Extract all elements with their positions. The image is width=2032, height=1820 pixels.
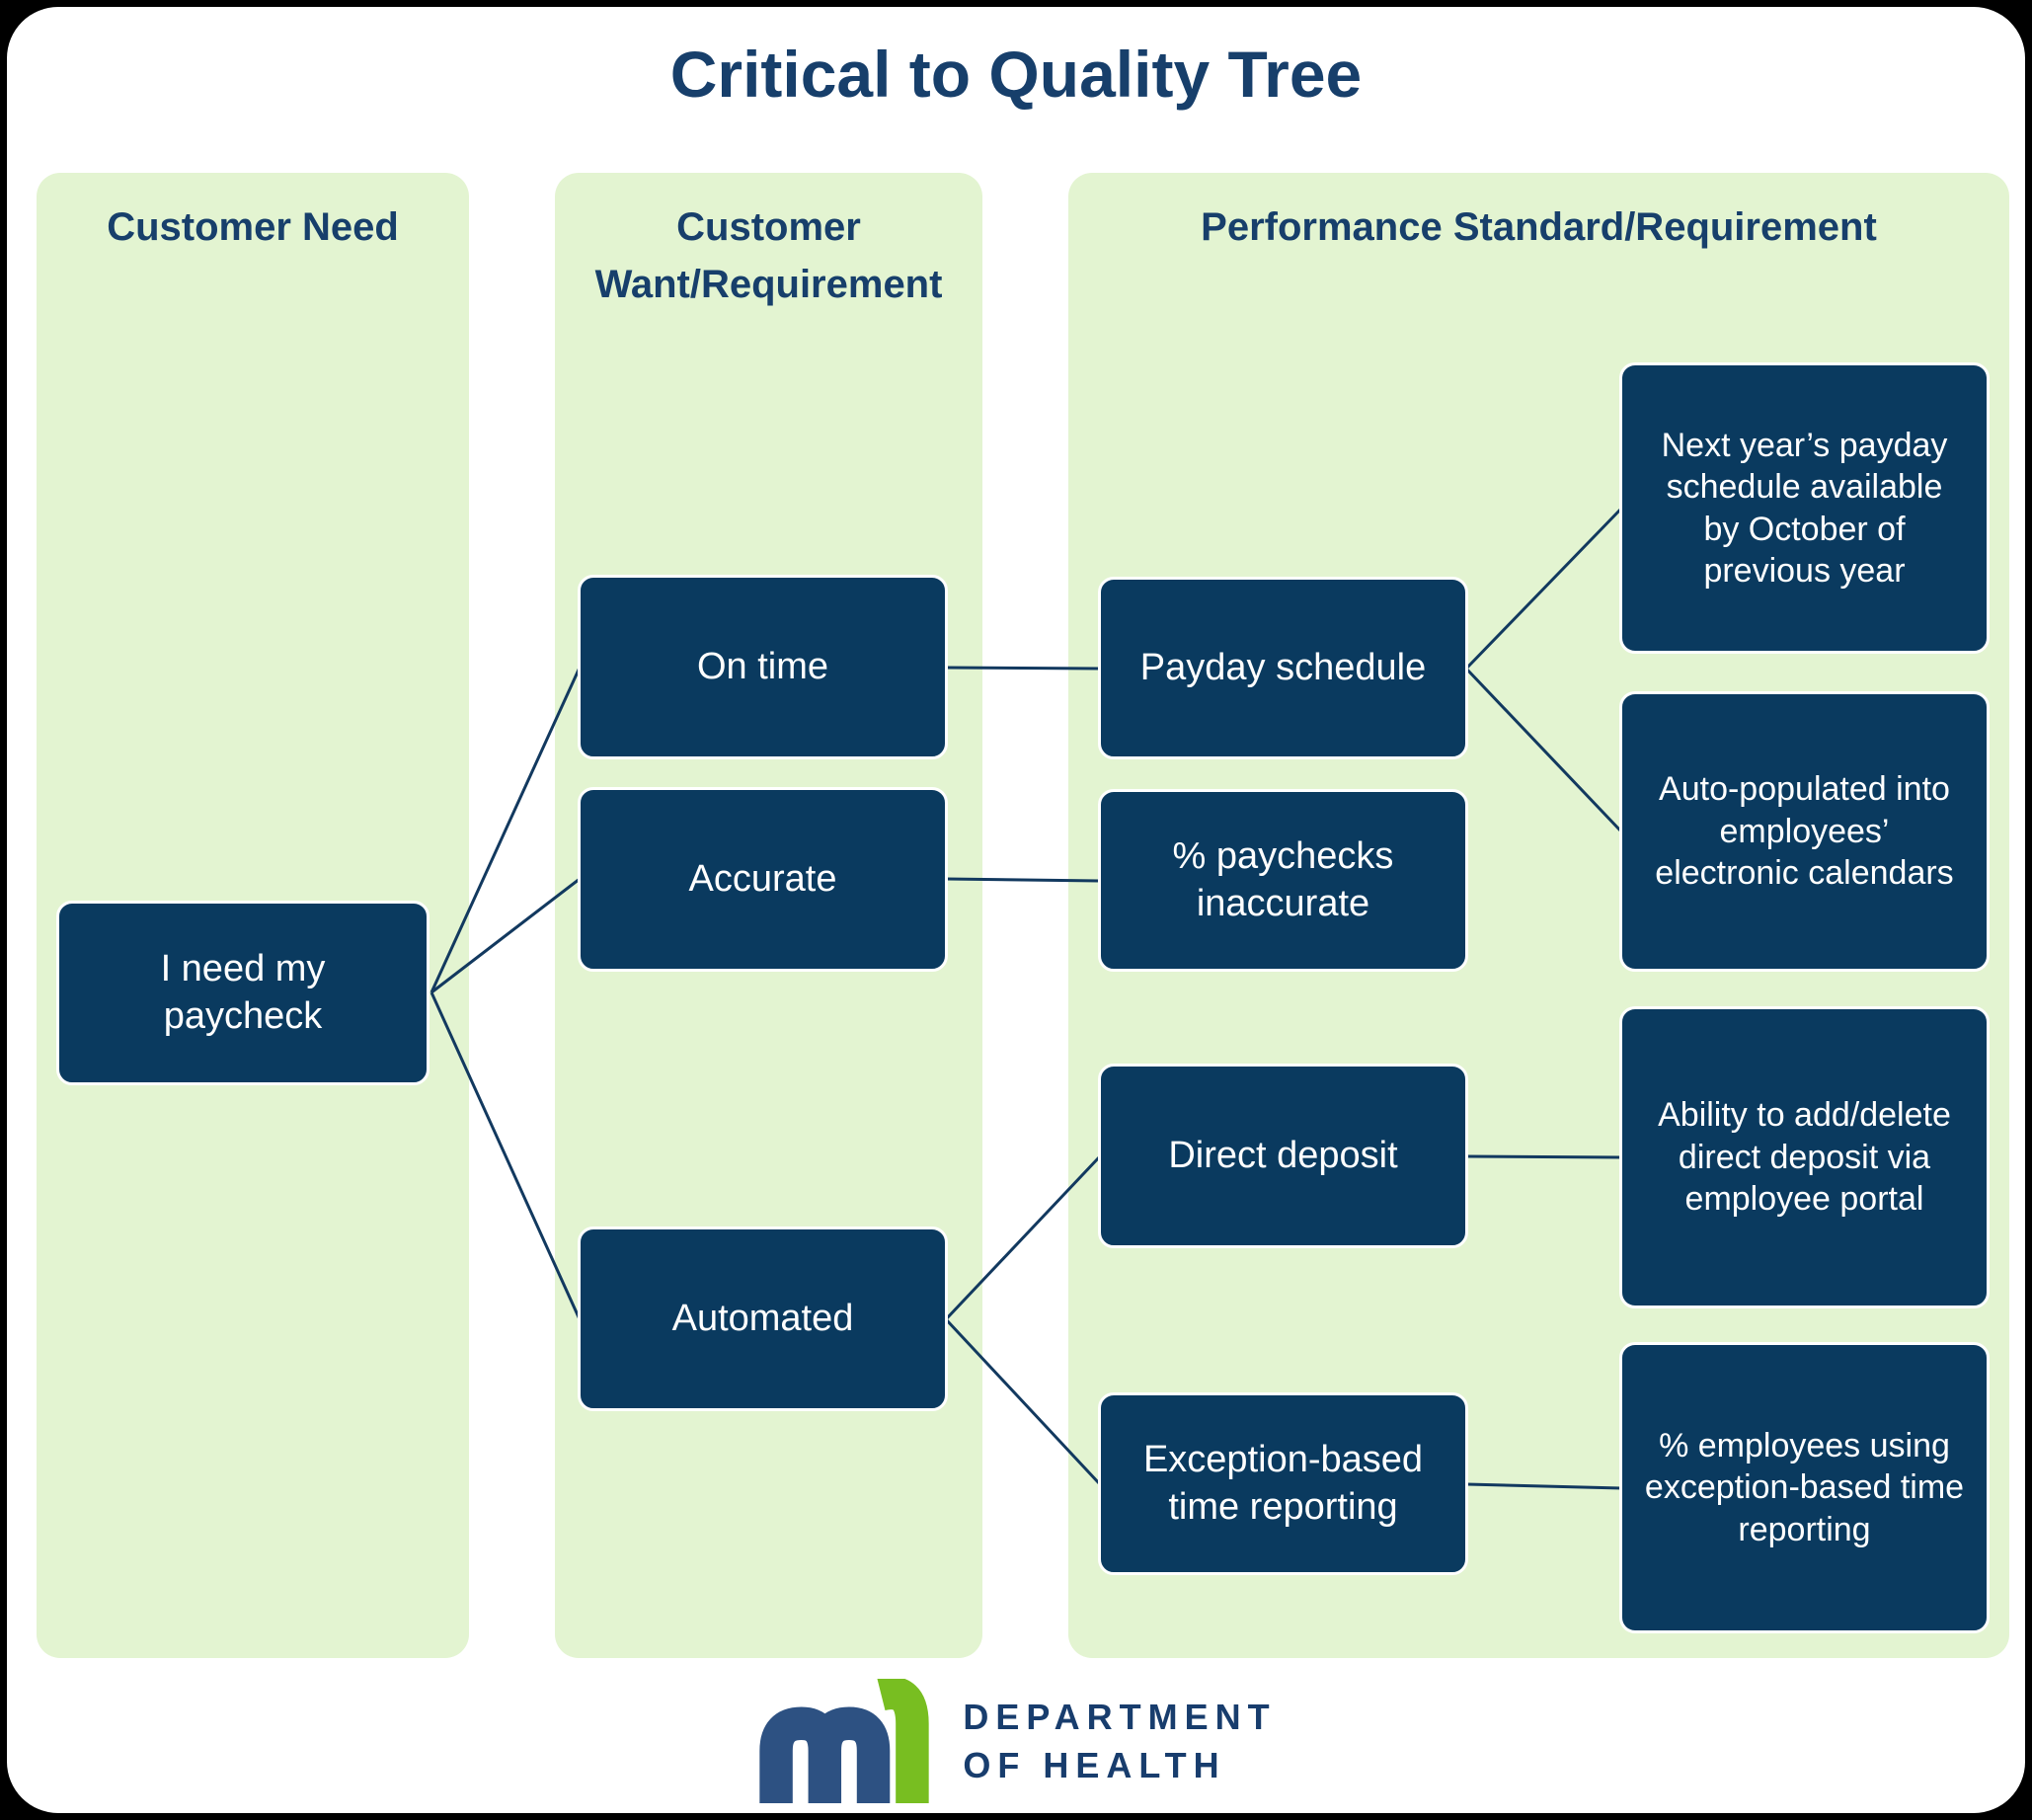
mn-logo-m-shape — [759, 1706, 891, 1804]
page-title: Critical to Quality Tree — [669, 38, 1363, 111]
node-payday-schedule: Payday schedule — [1098, 577, 1468, 759]
node-on-time: On time — [578, 575, 948, 759]
node-direct-deposit: Direct deposit — [1098, 1064, 1468, 1248]
node-pct-exception-reporting: % employees using exception-based time r… — [1619, 1342, 1990, 1633]
node-add-delete-portal: Ability to add/delete direct deposit via… — [1619, 1006, 1990, 1308]
mdh-logo: DEPARTMENT OF HEALTH — [7, 1679, 2025, 1805]
node-accurate: Accurate — [578, 787, 948, 972]
mn-logo-icon — [759, 1679, 929, 1804]
node-automated: Automated — [578, 1227, 948, 1411]
logo-text-line1: DEPARTMENT — [963, 1697, 1277, 1738]
mn-logo-n-shape — [877, 1679, 929, 1804]
column-header-customer-need: Customer Need — [107, 205, 399, 249]
node-paychecks-inaccurate: % paychecks inaccurate — [1098, 789, 1468, 972]
column-header-performance-standard: Performance Standard/Requirement — [1201, 205, 1877, 249]
node-next-year-schedule: Next year’s payday schedule available by… — [1619, 362, 1990, 654]
node-customer-need: I need my paycheck — [56, 901, 430, 1085]
column-header-customer-want: Customer Want/Requirement — [594, 205, 943, 306]
node-exception-time-reporting: Exception-based time reporting — [1098, 1392, 1468, 1575]
logo-text-line2: OF HEALTH — [963, 1745, 1226, 1785]
node-auto-populated-calendars: Auto-populated into employees’ electroni… — [1619, 691, 1990, 972]
diagram-card: Critical to Quality Tree Customer Need C… — [7, 7, 2025, 1813]
logo-text: DEPARTMENT OF HEALTH — [963, 1694, 1276, 1789]
